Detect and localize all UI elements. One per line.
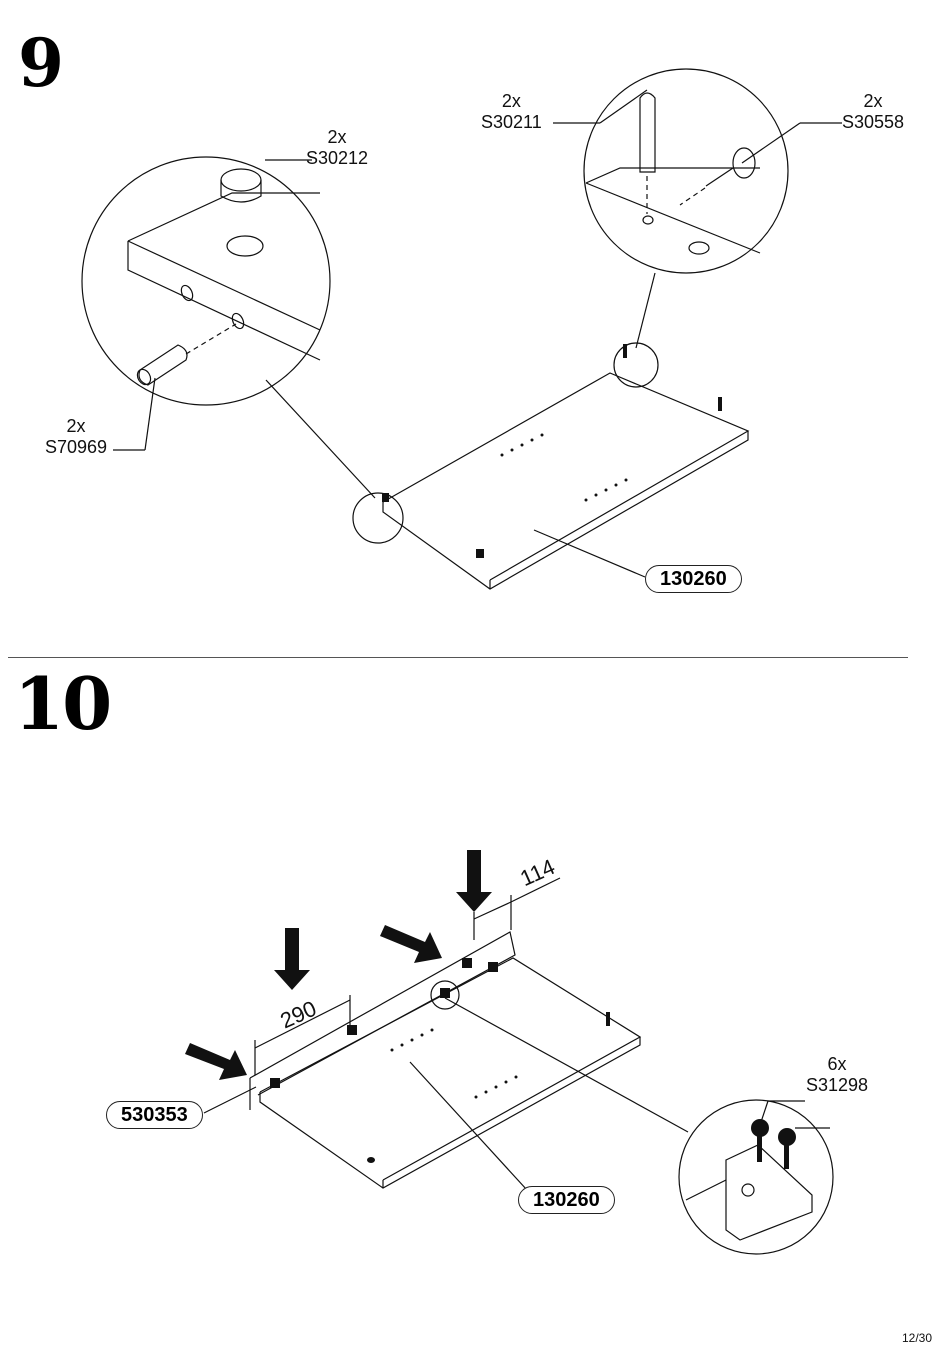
part-label-530353: 530353 (106, 1101, 203, 1129)
step-number-10: 10 (14, 661, 112, 746)
callout-s30212: 2x S30212 (306, 127, 368, 168)
callout-s70969: 2x S70969 (45, 416, 107, 457)
callout-qty: 2x (863, 91, 883, 111)
callout-code: S30212 (306, 147, 369, 168)
callout-code: S30211 (481, 111, 542, 132)
step9-illustration (81, 68, 842, 590)
callout-qty: 2x (66, 416, 86, 436)
detail-circle-left (81, 156, 331, 406)
callout-code: S31298 (806, 1074, 869, 1095)
callout-s30558: 2x S30558 (842, 91, 904, 132)
callout-code: S30558 (842, 111, 905, 132)
callout-qty: 2x (501, 91, 521, 111)
detail-circle-step10 (678, 1099, 834, 1255)
callout-s31298: 6x S31298 (806, 1054, 868, 1095)
detail-circle-right (583, 68, 789, 274)
callout-qty: 6x (827, 1054, 847, 1074)
part-label-130260-step10: 130260 (518, 1186, 615, 1214)
callout-qty: 2x (327, 127, 347, 147)
step-divider (8, 657, 908, 658)
callout-s30211: 2x S30211 (481, 91, 542, 132)
part-label-130260: 130260 (645, 565, 742, 593)
step-number-9: 9 (18, 24, 64, 102)
page-number: 12/30 (901, 1331, 932, 1345)
callout-code: S70969 (45, 436, 108, 457)
